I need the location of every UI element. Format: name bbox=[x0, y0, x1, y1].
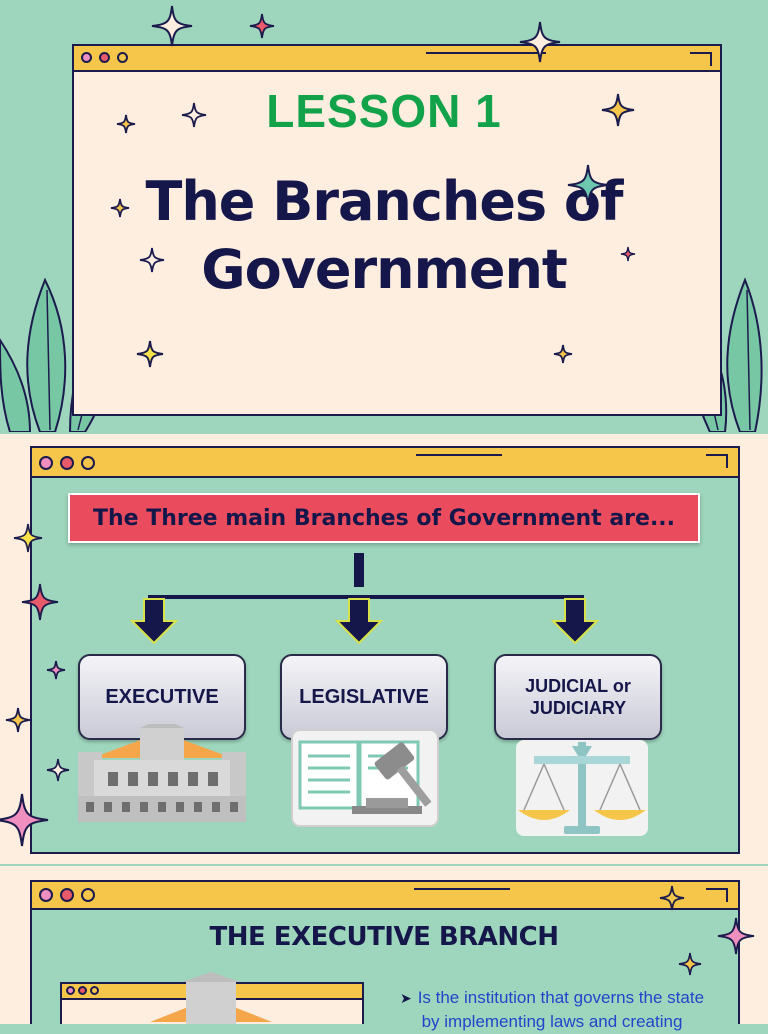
law-book-gavel-icon bbox=[291, 729, 439, 827]
sparkles-icon bbox=[0, 0, 768, 432]
government-building-icon bbox=[150, 972, 272, 1024]
page-title: The Branches of Government bbox=[60, 168, 708, 304]
titlebar-corner bbox=[706, 454, 728, 468]
lesson-label: LESSON 1 bbox=[266, 85, 502, 137]
window-dot-icon bbox=[81, 888, 95, 902]
window-titlebar bbox=[74, 46, 720, 72]
window-dot-icon bbox=[78, 986, 87, 995]
slide-title: LESSON 1 The Branches of Government bbox=[0, 0, 768, 432]
section-title: THE EXECUTIVE BRANCH bbox=[209, 922, 559, 952]
window-dot-icon bbox=[39, 888, 53, 902]
branch-legislative: LEGISLATIVE bbox=[280, 654, 448, 740]
window-dot-icon bbox=[81, 456, 95, 470]
window-dot-icon bbox=[99, 52, 110, 63]
bullet-point: ➤ Is the institution that governs the sta… bbox=[372, 986, 732, 1034]
window-titlebar bbox=[32, 448, 738, 478]
government-building-icon bbox=[78, 724, 246, 822]
window-dot-icon bbox=[39, 456, 53, 470]
bullet-line-2: by implementing laws and creating bbox=[421, 1012, 683, 1031]
branches-banner: The Three main Branches of Government ar… bbox=[68, 493, 700, 543]
branch-label: LEGISLATIVE bbox=[299, 685, 429, 708]
connector-arrows-icon bbox=[129, 553, 600, 645]
window-dot-icon bbox=[60, 888, 74, 902]
branch-judicial: JUDICIAL or JUDICIARY bbox=[494, 654, 662, 740]
window-titlebar bbox=[32, 882, 738, 910]
arrow-bullet-icon: ➤ bbox=[399, 990, 412, 1006]
titlebar-line bbox=[414, 888, 510, 890]
titlebar-line bbox=[426, 52, 546, 54]
window-dot-icon bbox=[117, 52, 128, 63]
titlebar-line bbox=[416, 454, 502, 456]
window-dot-icon bbox=[81, 52, 92, 63]
titlebar-corner bbox=[706, 888, 728, 902]
branch-label-line-2: JUDICIARY bbox=[529, 698, 627, 718]
title-line-2: Government bbox=[201, 238, 567, 301]
bullet-line-1: Is the institution that governs the stat… bbox=[417, 988, 705, 1007]
window-dot-icon bbox=[66, 986, 75, 995]
scales-of-justice-icon bbox=[516, 740, 648, 836]
branch-label: EXECUTIVE bbox=[105, 685, 219, 708]
slide-executive bbox=[0, 866, 768, 1024]
titlebar-corner bbox=[690, 52, 712, 66]
title-line-1: The Branches of bbox=[145, 170, 624, 233]
window-dot-icon bbox=[60, 456, 74, 470]
window-dot-icon bbox=[90, 986, 99, 995]
branch-label-line-1: JUDICIAL or bbox=[525, 676, 631, 696]
